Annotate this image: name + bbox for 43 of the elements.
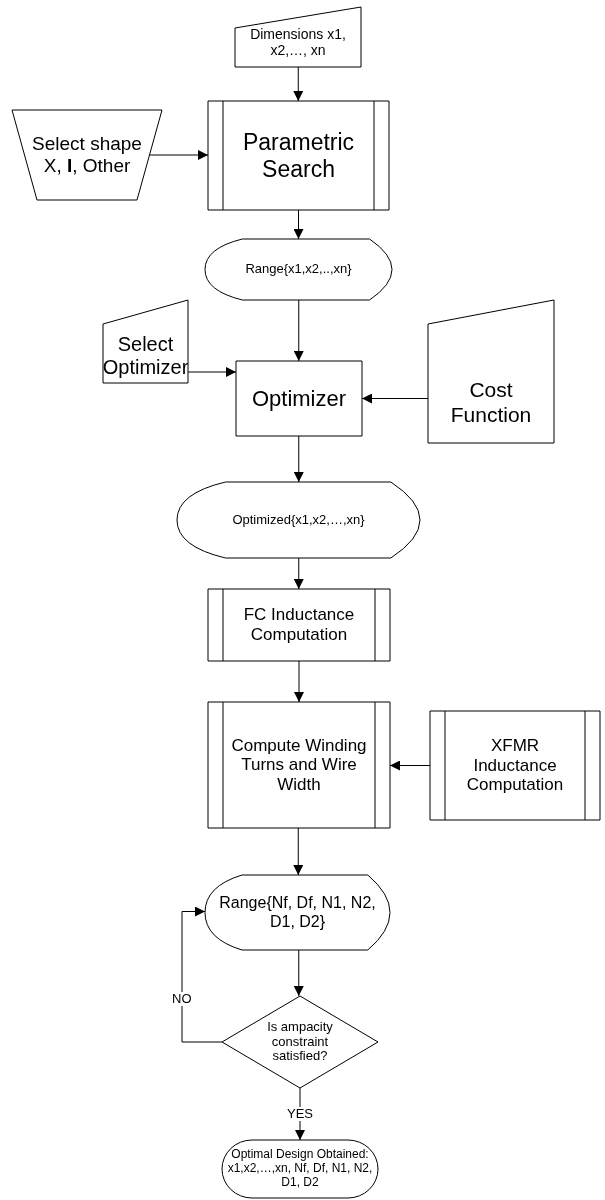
manual-operation-shape [12,110,162,200]
node-label: Optimized{x1,x2,…,xn} [232,512,365,528]
node-label: Range{Nf, Df, N1, N2, D1, D2} [218,894,377,931]
arrow [293,827,304,876]
predefined-process-box [430,711,600,820]
arrow [293,949,304,997]
display-shape [205,239,392,300]
arrow [293,557,304,590]
node-label: XFMR Inductance Computation [465,736,565,795]
arrow [187,367,237,377]
display-shape [205,875,390,950]
node-label: Dimensions x1, x2,…, xn [249,25,347,59]
arrow [293,435,304,483]
node-label: Optimizer [251,385,347,412]
node-label: Select Optimizer [102,332,189,379]
node-label: Range{x1,x2,..,xn} [245,262,352,277]
process-box [236,361,362,436]
node-label: Is ampacity constraint satisfied? [266,1019,334,1065]
node-label: Parametric Search [241,129,356,182]
predefined-process-box [208,589,390,661]
edge-label: YES [286,1107,314,1122]
predefined-process-box [208,702,390,828]
arrow [294,660,304,703]
node-label: Compute Winding Turns and Wire Width [230,735,368,795]
node-label: FC Inductance Computation [242,605,356,645]
predefined-process-box [208,101,389,210]
display-shape [177,482,420,558]
arrow [293,209,304,240]
input-shape [235,7,361,67]
terminal-shape [222,1140,378,1198]
decision-diamond [222,996,378,1088]
arrow [361,393,429,404]
edge-label: NO [171,991,193,1007]
input-shape [428,300,554,443]
arrow [181,906,223,1043]
node-label: Select shape X, I, Other [32,133,142,177]
node-label: Optimal Design Obtained: x1,x2,…,xn, Nf, Df, N1, N2, D1, D2 [226,1148,374,1190]
arrow [149,150,209,160]
node-label: Cost Function [449,378,533,427]
input-shape [103,300,188,383]
arrow [293,66,304,102]
arrow [389,760,431,771]
arrow [293,299,304,362]
